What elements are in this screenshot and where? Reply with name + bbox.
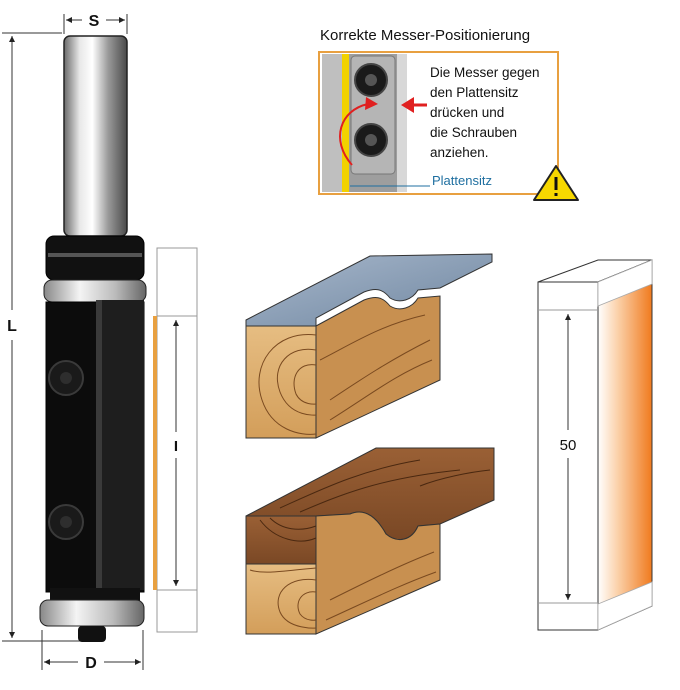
- instruction-line: anziehen.: [430, 145, 489, 160]
- block-height-label: 50: [560, 437, 577, 454]
- instruction-line: Die Messer gegen: [430, 65, 540, 80]
- height-block: 50: [537, 259, 653, 631]
- knife-position-callout: [318, 51, 579, 201]
- bearing-nut: [78, 626, 106, 642]
- router-bit: [39, 35, 147, 642]
- workpiece-laminated: [245, 253, 493, 439]
- warning-triangle-icon: [533, 165, 579, 201]
- dimension-l: L: [2, 32, 90, 642]
- lower-bearing: [39, 599, 145, 627]
- cutting-length-gauge: I: [153, 247, 198, 633]
- upper-bearing: [43, 279, 147, 303]
- dimension-s-label: S: [89, 13, 100, 30]
- dimension-d: D: [41, 630, 144, 672]
- upper-collar: [45, 235, 145, 281]
- dimension-d-label: D: [85, 655, 97, 672]
- callout-title: Korrekte Messer-Positionierung: [320, 27, 531, 44]
- callout-instruction: Die Messer gegen den Plattensitz drücken…: [430, 63, 555, 163]
- dimension-s: S: [63, 13, 128, 34]
- shank: [63, 35, 128, 237]
- instruction-line: die Schrauben: [430, 125, 518, 140]
- dimension-l-label: L: [7, 318, 17, 335]
- plate-seat-label: Plattensitz: [432, 173, 492, 188]
- instruction-line: den Plattensitz: [430, 85, 519, 100]
- rotate-arrow-icon: [339, 103, 369, 166]
- dimension-i-label: I: [174, 438, 178, 455]
- workpiece-solid: [245, 447, 495, 635]
- instruction-line: drücken und: [430, 105, 505, 120]
